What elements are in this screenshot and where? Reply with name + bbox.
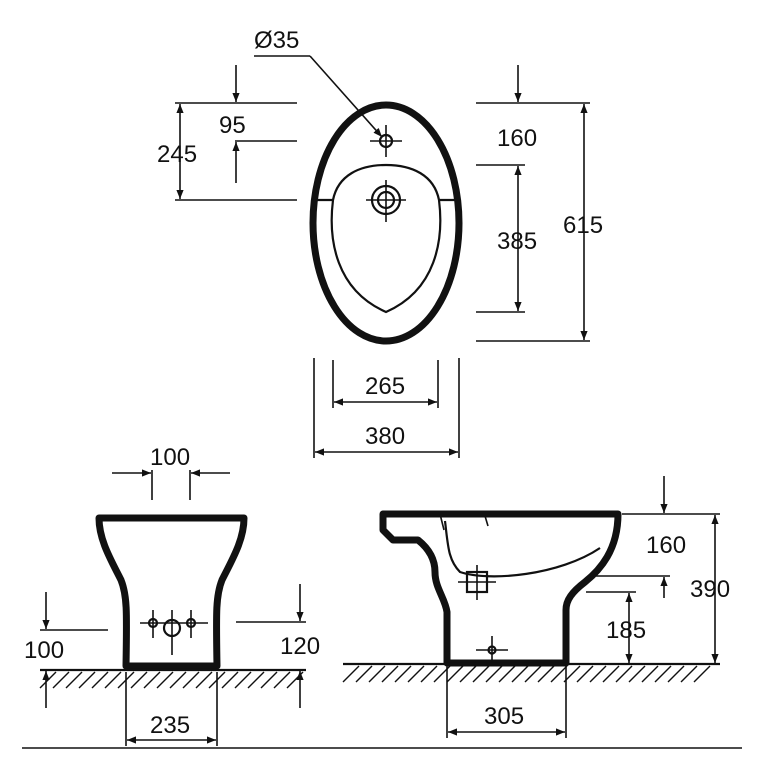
hatch-line: [420, 665, 438, 683]
hatch-line: [667, 665, 685, 683]
dim-100-top: 100: [150, 444, 190, 471]
dim-100-left: 100: [24, 637, 64, 664]
hatch-line: [615, 665, 633, 683]
hatch-line: [680, 665, 698, 683]
hatch-line: [459, 665, 477, 683]
hatch-line: [247, 671, 265, 689]
side-rim-tick: [484, 515, 489, 527]
tap-hole-icon: [370, 125, 402, 157]
dim-95: 95: [219, 112, 246, 139]
dim-245: 245: [157, 141, 197, 168]
floor-fixing-icon: [476, 636, 508, 664]
hatch-line: [286, 671, 304, 689]
hatch-line: [693, 665, 711, 683]
side-basin: [443, 520, 601, 578]
hatch-line: [381, 665, 399, 683]
side-view: 160 390 185 305: [342, 476, 730, 738]
hatch-line: [195, 671, 213, 689]
dim-185: 185: [606, 617, 646, 644]
dim-120: 120: [280, 633, 320, 660]
hatch-line: [355, 665, 373, 683]
hatch-line: [589, 665, 607, 683]
hatch-line: [394, 665, 412, 683]
hatch-line: [368, 665, 386, 683]
bidet-top-basin: [330, 163, 442, 314]
hatch-line: [130, 671, 148, 689]
front-view: 100 100 120 235: [24, 444, 320, 746]
dim-hole-diameter: Ø35: [254, 27, 299, 54]
hatch-line: [472, 665, 490, 683]
hatch-line: [234, 671, 252, 689]
hatch-line: [602, 665, 620, 683]
hatch-line: [65, 671, 83, 689]
bidet-side-outline: [379, 510, 622, 667]
floor-hatch: [342, 665, 711, 683]
hatch-line: [524, 665, 542, 683]
hatch-line: [260, 671, 278, 689]
hatch-line: [537, 665, 555, 683]
dim-235: 235: [150, 712, 190, 739]
hatch-line: [550, 665, 568, 683]
dim-160-top: 160: [497, 125, 537, 152]
hatch-line: [78, 671, 96, 689]
hatch-line: [446, 665, 464, 683]
dim-265: 265: [365, 373, 405, 400]
hatch-line: [156, 671, 174, 689]
hatch-line: [182, 671, 200, 689]
hatch-line: [52, 671, 70, 689]
hatch-line: [576, 665, 594, 683]
top-view: Ø35 95 245 160 385 615 265: [157, 27, 603, 458]
hatch-line: [654, 665, 672, 683]
hatch-line: [273, 671, 291, 689]
hatch-line: [641, 665, 659, 683]
dim-380: 380: [365, 423, 405, 450]
hatch-line: [39, 671, 57, 689]
drain-icon: [366, 180, 406, 222]
side-rim-tick: [439, 513, 445, 531]
hatch-line: [407, 665, 425, 683]
hatch-line: [143, 671, 161, 689]
hatch-line: [169, 671, 187, 689]
dim-385: 385: [497, 228, 537, 255]
bidet-front-outline: [95, 514, 248, 670]
hatch-line: [511, 665, 529, 683]
dim-390: 390: [690, 576, 730, 603]
hatch-line: [104, 671, 122, 689]
hatch-line: [628, 665, 646, 683]
hatch-line: [221, 671, 239, 689]
dim-160-side: 160: [646, 532, 686, 559]
hatch-line: [485, 665, 503, 683]
dim-305: 305: [484, 703, 524, 730]
dim-615: 615: [563, 212, 603, 239]
fixing-holes-icon: [140, 610, 208, 655]
diameter-leader-arrow: [309, 55, 383, 138]
hatch-line: [498, 665, 516, 683]
hatch-line: [91, 671, 109, 689]
drain-trap-icon: [458, 565, 496, 600]
hatch-line: [342, 665, 360, 683]
floor-hatch: [39, 671, 304, 689]
